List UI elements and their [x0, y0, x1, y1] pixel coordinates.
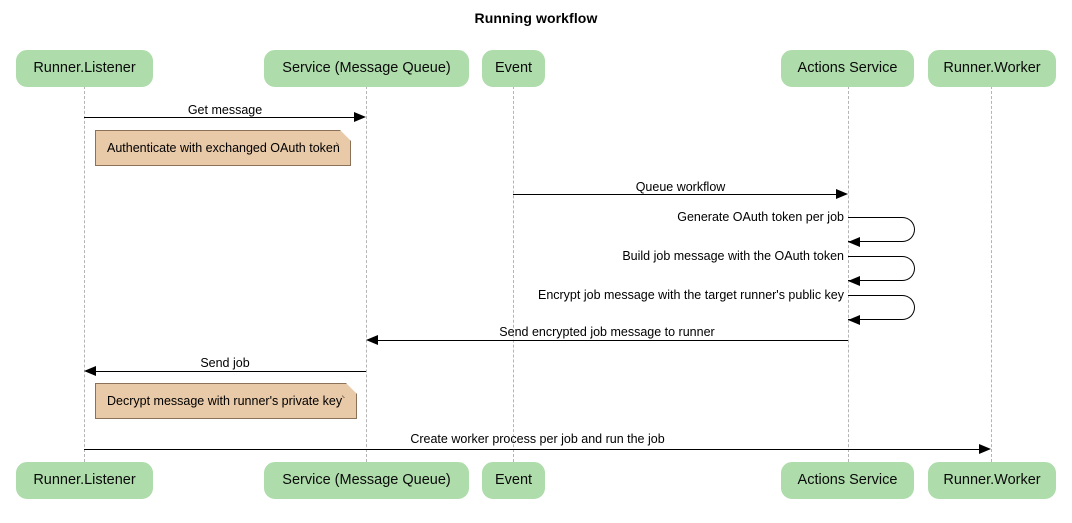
message-label-queue-workflow: Queue workflow	[635, 180, 726, 194]
participant-event-bottom[interactable]: Event	[482, 462, 545, 499]
message-label-send-job: Send job	[200, 356, 250, 370]
arrowhead-send-encrypted-job-message	[366, 334, 378, 345]
participant-runner-listener-top[interactable]: Runner.Listener	[16, 50, 153, 87]
arrowhead-send-job	[84, 365, 96, 376]
message-line-send-encrypted-job-message	[377, 340, 848, 341]
note-text: Decrypt message with runner's private ke…	[107, 393, 343, 408]
note-text: Authenticate with exchanged OAuth token	[107, 140, 340, 155]
message-line-queue-workflow	[513, 194, 837, 195]
page-title: Running workflow	[474, 10, 598, 26]
message-line-send-job	[95, 371, 366, 372]
lifeline-runner-worker	[991, 86, 992, 462]
arrowhead-encrypt-job-message	[848, 314, 860, 325]
message-line-create-worker-process	[84, 449, 980, 450]
participant-actions-service-bottom[interactable]: Actions Service	[781, 462, 914, 499]
lifeline-event	[513, 86, 514, 462]
lifeline-service-message-queue	[366, 86, 367, 462]
arrowhead-queue-workflow	[836, 188, 848, 199]
selfloop-encrypt-job-message	[848, 295, 915, 320]
note-fold-edge-icon	[342, 383, 357, 398]
arrowhead-get-message	[354, 111, 366, 122]
participant-actions-service-top[interactable]: Actions Service	[781, 50, 914, 87]
participant-event-top[interactable]: Event	[482, 50, 545, 87]
message-label-build-job-message: Build job message with the OAuth token	[622, 249, 844, 263]
note-fold-edge-icon	[336, 130, 351, 145]
participant-runner-worker-bottom[interactable]: Runner.Worker	[928, 462, 1056, 499]
arrowhead-build-job-message	[848, 275, 860, 286]
participant-service-message-queue-bottom[interactable]: Service (Message Queue)	[264, 462, 469, 499]
message-label-get-message: Get message	[187, 103, 263, 117]
arrowhead-generate-oauth-token-per-job	[848, 236, 860, 247]
message-label-create-worker-process: Create worker process per job and run th…	[410, 432, 665, 446]
participant-runner-worker-top[interactable]: Runner.Worker	[928, 50, 1056, 87]
selfloop-generate-oauth-token-per-job	[848, 217, 915, 242]
participant-service-message-queue-top[interactable]: Service (Message Queue)	[264, 50, 469, 87]
message-label-generate-oauth-token-per-job: Generate OAuth token per job	[677, 210, 844, 224]
note-decrypt-message-with-runners-private-key: Decrypt message with runner's private ke…	[95, 383, 357, 419]
message-label-encrypt-job-message: Encrypt job message with the target runn…	[537, 288, 844, 302]
note-authenticate-with-exchanged-oauth-token: Authenticate with exchanged OAuth token	[95, 130, 351, 166]
message-label-send-encrypted-job-message: Send encrypted job message to runner	[499, 325, 715, 339]
lifeline-runner-listener	[84, 86, 85, 462]
arrowhead-create-worker-process	[979, 443, 991, 454]
selfloop-build-job-message	[848, 256, 915, 281]
participant-runner-listener-bottom[interactable]: Runner.Listener	[16, 462, 153, 499]
message-line-get-message	[84, 117, 355, 118]
